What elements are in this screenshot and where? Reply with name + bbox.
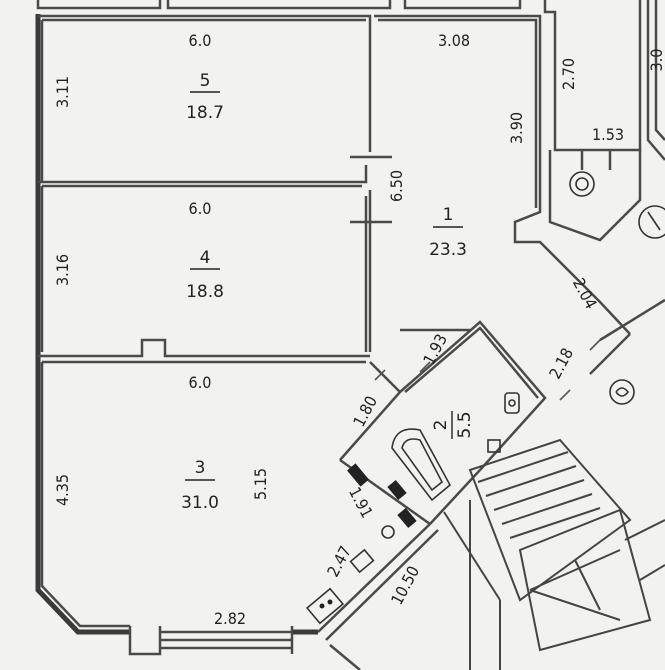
- dim-balcony-height: 2.70: [559, 58, 578, 90]
- staircase: [443, 438, 665, 670]
- room-4-number: 4: [200, 248, 211, 268]
- dim-hall-upper-height: 3.90: [507, 112, 526, 144]
- room-4-area: 18.8: [186, 282, 224, 302]
- room-2-area: 5.5: [455, 411, 475, 438]
- dim-hall-width: 3.08: [438, 31, 470, 50]
- dim-room5-width: 6.0: [189, 31, 212, 50]
- dim-corridor-diag-b: 2.18: [545, 345, 577, 382]
- room-5-area: 18.7: [186, 103, 224, 123]
- room-label-5: 5 18.7: [186, 71, 224, 123]
- dim-stair-length: 10.50: [387, 563, 423, 608]
- outer-walls: [35, 14, 318, 635]
- dim-room3-bottom: 2.82: [214, 609, 246, 628]
- dim-room3-height-left: 4.35: [53, 474, 72, 506]
- room-1-area: 23.3: [429, 240, 467, 260]
- door-markers: [350, 155, 392, 352]
- room-label-3: 3 31.0: [181, 458, 219, 513]
- room-5-number: 5: [200, 71, 211, 91]
- room-1-number: 1: [443, 205, 454, 225]
- room-4-outline: [38, 186, 370, 364]
- dim-room5-height: 3.11: [53, 76, 72, 108]
- room-5-outline: [38, 14, 372, 188]
- dim-bath-side: 1.80: [349, 393, 381, 430]
- room-1-outline: [374, 14, 631, 375]
- dim-hall-mid-height: 6.50: [387, 170, 406, 202]
- room-label-4: 4 18.8: [186, 248, 224, 302]
- bathtub: [391, 428, 452, 502]
- dim-balcony-width: 1.53: [592, 125, 624, 144]
- dim-edge-right: 3.0: [647, 49, 665, 72]
- dim-room4-width: 6.0: [189, 199, 212, 218]
- room-label-1: 1 23.3: [429, 205, 467, 260]
- dim-room4-height: 3.16: [53, 254, 72, 286]
- top-wall-stubs: [36, 0, 522, 10]
- room-2-number: 2: [431, 420, 451, 431]
- fixtures: [305, 392, 520, 625]
- dim-bath-top: 1.93: [419, 331, 451, 368]
- kitchen-walls: [317, 523, 439, 670]
- dim-room3-height-right: 5.15: [251, 468, 270, 500]
- dimension-ticks: [374, 339, 601, 401]
- room-3-number: 3: [195, 458, 206, 478]
- dim-room3-width: 6.0: [189, 373, 212, 392]
- room-label-2: 2 5.5: [431, 411, 475, 439]
- dim-bath-left: 1.91: [345, 484, 377, 521]
- balcony-walls: [543, 0, 665, 405]
- room-3-outline: [40, 361, 401, 656]
- dim-corridor-diag-a: 2.04: [569, 275, 601, 312]
- room-3-area: 31.0: [181, 493, 219, 513]
